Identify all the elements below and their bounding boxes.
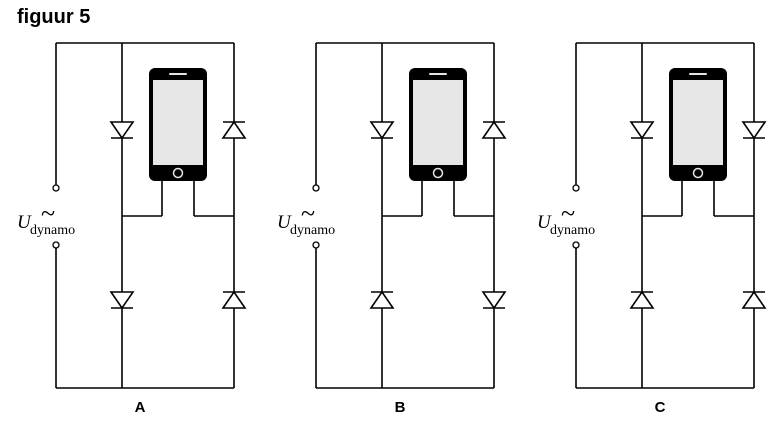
phone-home-button: [172, 167, 184, 179]
phone-screen: [673, 80, 723, 165]
circuit-label: A: [135, 399, 146, 416]
voltage-symbol: U: [277, 212, 292, 233]
diode-triangle: [741, 121, 767, 140]
diode-top-right: [741, 121, 767, 140]
figure-title: figuur 5: [17, 6, 91, 28]
terminal-bottom: [52, 241, 60, 249]
circuit-label: B: [395, 399, 406, 416]
terminal-top: [312, 184, 320, 192]
diode-triangle: [109, 291, 135, 310]
smartphone-icon: [669, 68, 727, 181]
voltage-subscript: dynamo: [290, 223, 335, 238]
diode-triangle: [369, 121, 395, 140]
diode-bottom-left: [369, 290, 395, 309]
diode-top-left: [369, 121, 395, 140]
ac-tilde-icon: ~: [561, 199, 575, 228]
circuit-label: C: [655, 399, 666, 416]
diode-triangle: [481, 291, 507, 310]
terminal-bottom: [312, 241, 320, 249]
diode-bottom-left: [109, 291, 135, 310]
ac-tilde-icon: ~: [41, 199, 55, 228]
smartphone-icon: [409, 68, 467, 181]
diode-top-left: [629, 121, 655, 140]
diode-top-right: [221, 120, 247, 139]
diode-bottom-left: [629, 290, 655, 309]
phone-home-button: [432, 167, 444, 179]
ac-tilde-icon: ~: [301, 199, 315, 228]
diode-triangle: [481, 120, 507, 139]
diode-bottom-right: [481, 291, 507, 310]
diode-top-left: [109, 121, 135, 140]
diode-triangle: [741, 290, 767, 309]
voltage-symbol: U: [17, 212, 32, 233]
terminal-bottom: [572, 241, 580, 249]
terminal-top: [572, 184, 580, 192]
diode-triangle: [629, 121, 655, 140]
terminal-top: [52, 184, 60, 192]
phone-home-button: [692, 167, 704, 179]
voltage-subscript: dynamo: [30, 223, 75, 238]
diode-bottom-right: [221, 290, 247, 309]
diode-triangle: [109, 121, 135, 140]
diode-bottom-right: [741, 290, 767, 309]
diode-triangle: [221, 120, 247, 139]
phone-screen: [413, 80, 463, 165]
voltage-subscript: dynamo: [550, 223, 595, 238]
diode-triangle: [221, 290, 247, 309]
diode-triangle: [369, 290, 395, 309]
diode-top-right: [481, 120, 507, 139]
smartphone-icon: [149, 68, 207, 181]
voltage-symbol: U: [537, 212, 552, 233]
diode-triangle: [629, 290, 655, 309]
phone-screen: [153, 80, 203, 165]
